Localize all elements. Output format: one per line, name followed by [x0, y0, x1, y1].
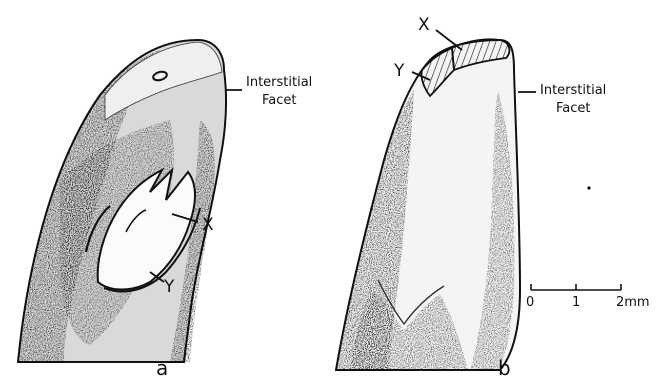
label-x-b: X [418, 15, 430, 35]
facet-label-b-line1: Interstitial [540, 83, 606, 98]
scale-label-1: 1 [572, 295, 580, 310]
label-x-a: X [202, 215, 214, 235]
scale-label-0: 0 [526, 295, 534, 310]
panel-letter-a: a [156, 356, 168, 378]
facet-label-a-line1: Interstitial [246, 75, 312, 90]
scale-bar: 0 1 2mm [526, 284, 650, 310]
facet-label-b-line2: Facet [556, 101, 591, 116]
panel-a: Interstitial Facet X Y a [18, 40, 312, 378]
panel-b: X Y Interstitial Facet b [336, 15, 606, 378]
facet-label-a-line2: Facet [262, 93, 297, 108]
label-y-b: Y [393, 61, 405, 81]
scale-label-2: 2mm [616, 295, 650, 310]
speck-dot [587, 186, 590, 189]
panel-letter-b: b [498, 356, 511, 378]
label-y-a: Y [163, 277, 175, 297]
